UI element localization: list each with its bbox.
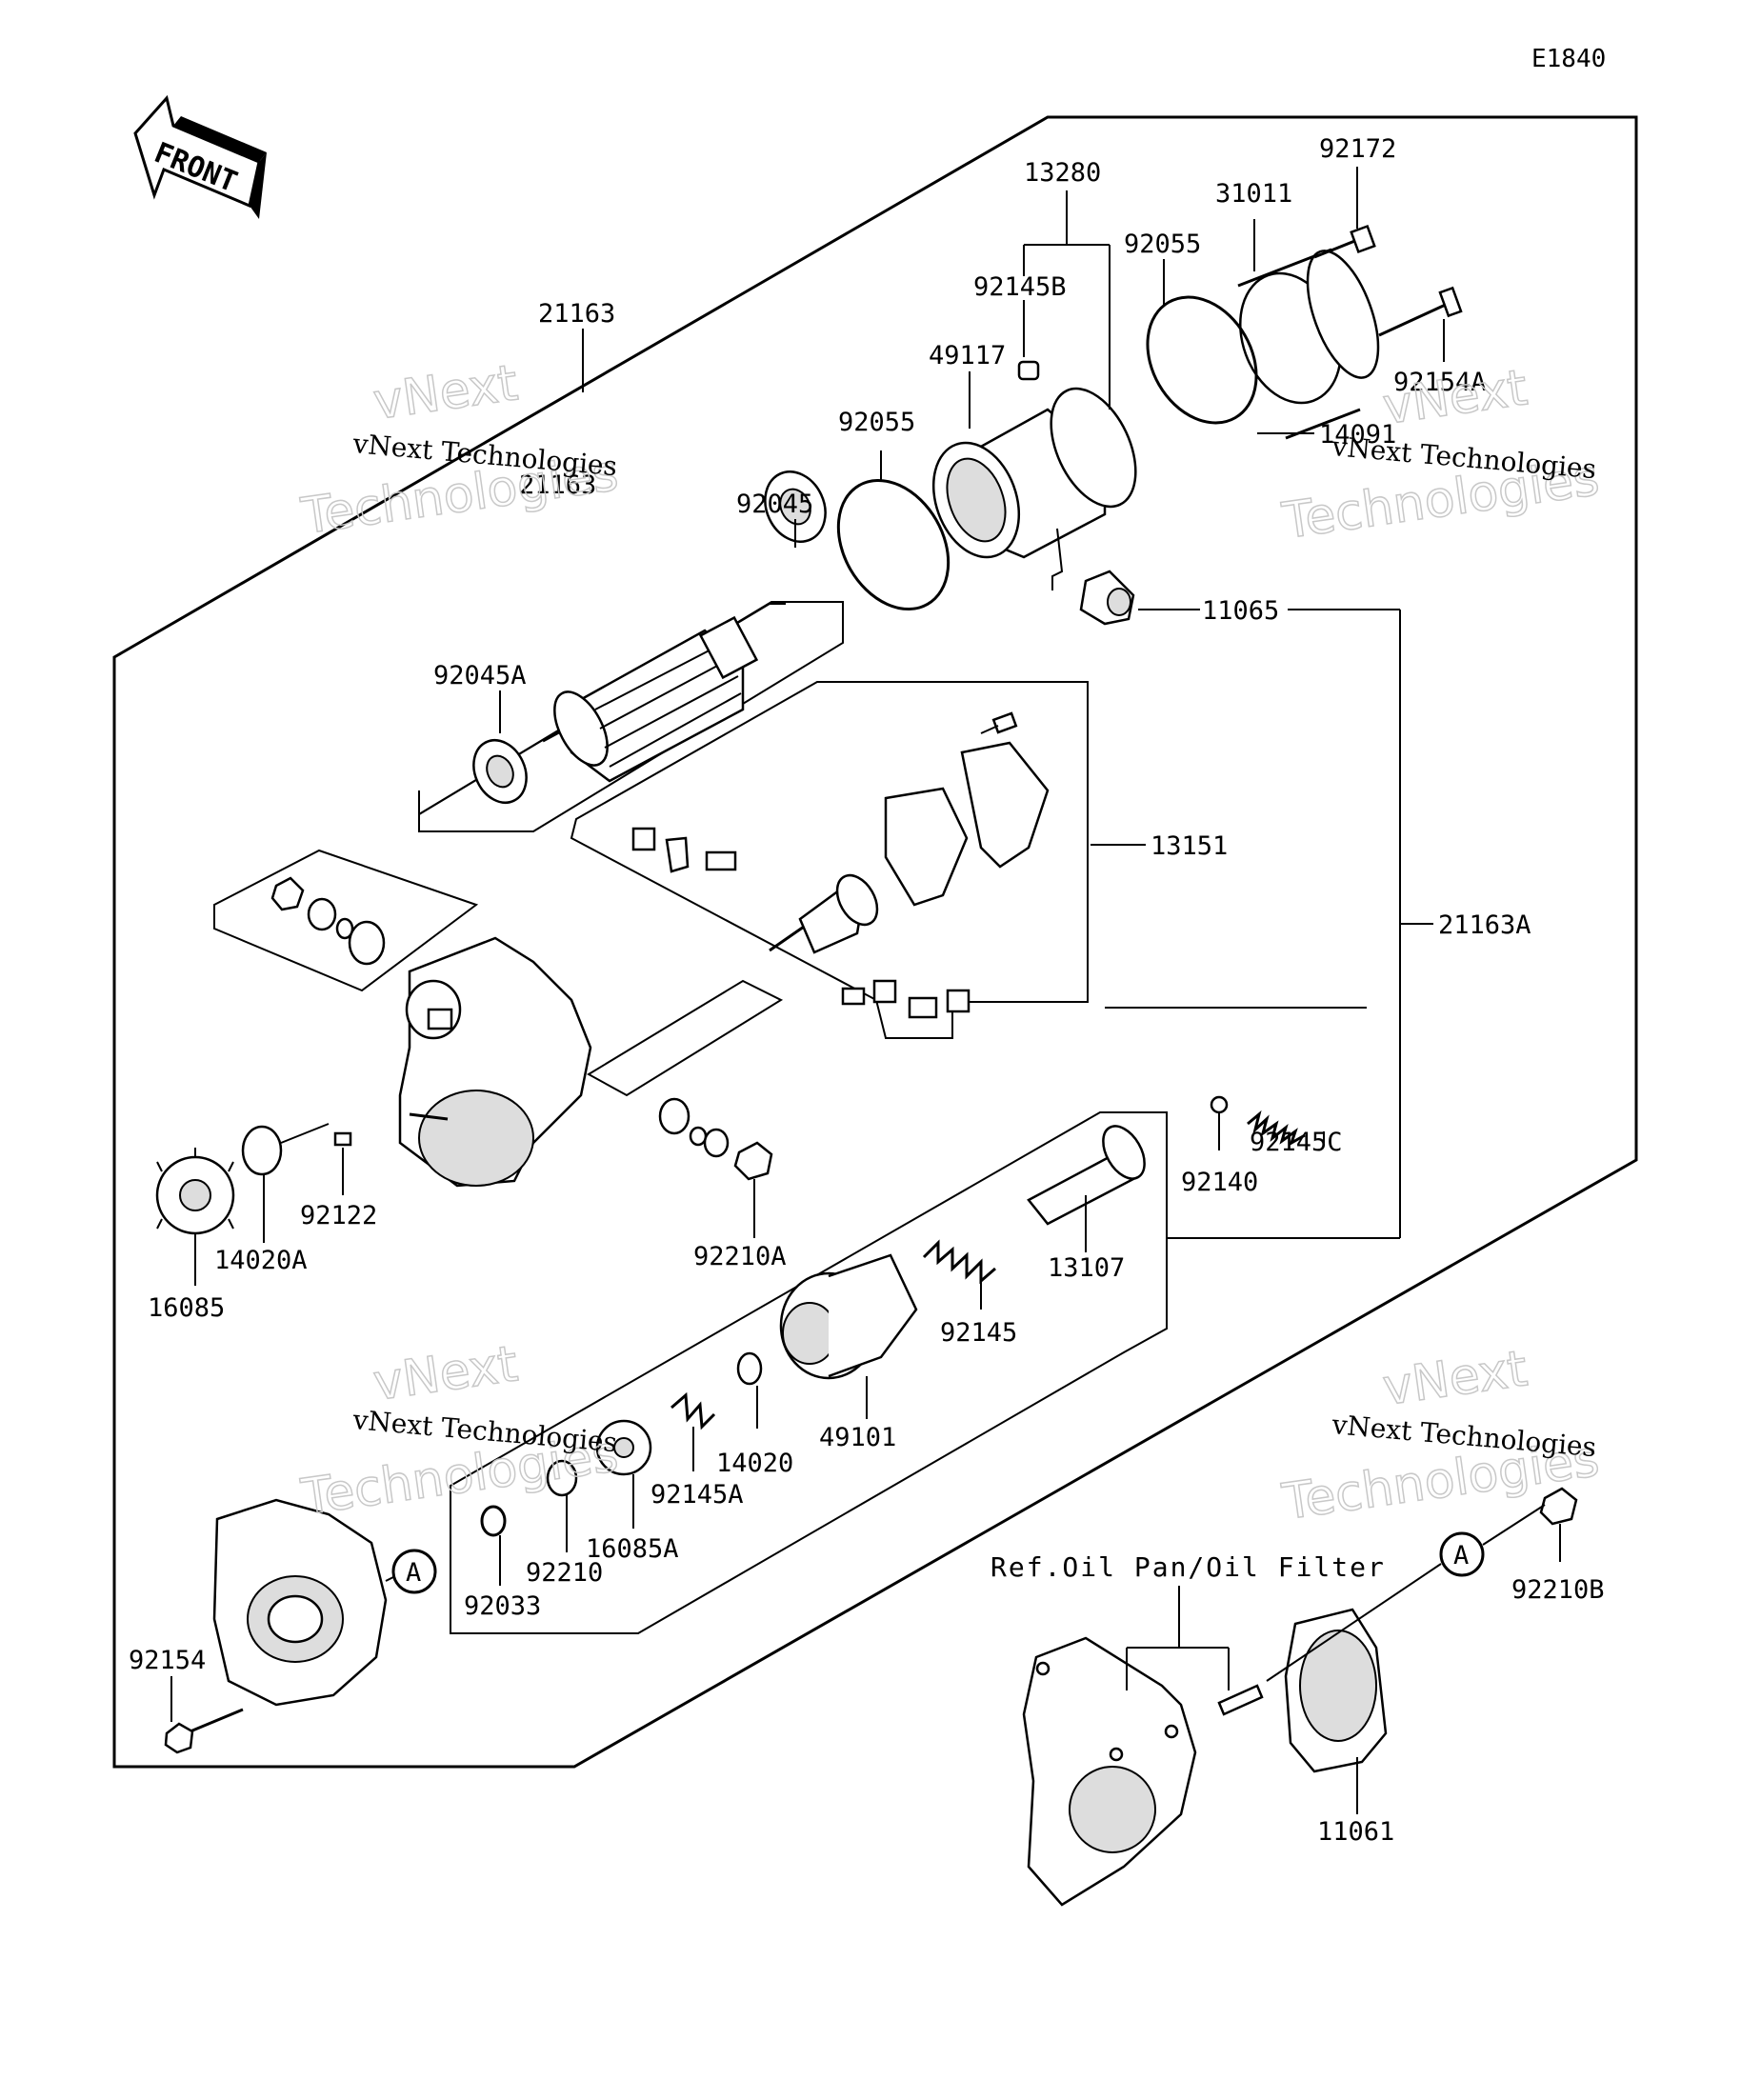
label-92210b: 92210B [1511, 1575, 1605, 1605]
gear-16085a [595, 1419, 652, 1476]
bearing-92045 [764, 470, 827, 543]
label-92033: 92033 [464, 1591, 541, 1621]
label-13280: 13280 [1024, 158, 1101, 188]
ball-92140 [1210, 1095, 1229, 1114]
label-49117: 49117 [929, 341, 1006, 370]
motor-housing [398, 936, 592, 1188]
terminals [631, 827, 971, 1019]
nut-group-box [213, 849, 479, 992]
shaft-13107 [1027, 1125, 1146, 1226]
yoke-49117 [931, 387, 1137, 590]
nuts-washers [270, 876, 386, 966]
label-92154: 92154 [129, 1646, 206, 1675]
label-92055-upper: 92055 [1124, 230, 1201, 259]
callout-a-left: A [391, 1549, 437, 1594]
label-21163-inner: 21163 [519, 470, 596, 500]
label-31011: 31011 [1215, 179, 1292, 209]
label-92045: 92045 [736, 490, 813, 519]
shaft [769, 873, 879, 954]
end-cover [212, 1498, 388, 1707]
svg-text:A: A [406, 1558, 421, 1588]
seal-washers [658, 1097, 730, 1158]
collar-14020a [241, 1123, 330, 1176]
label-92210a: 92210A [693, 1242, 787, 1271]
bolt-92154a-icon [1378, 286, 1463, 337]
clutch-49101 [779, 1253, 918, 1380]
terminal-group-box [586, 979, 784, 1097]
gear-16085 [155, 1148, 235, 1243]
label-11065: 11065 [1202, 596, 1279, 626]
label-92154a: 92154A [1393, 368, 1487, 397]
nut-92210a-icon [733, 1141, 773, 1181]
spring-92145a [670, 1391, 716, 1430]
label-92055-lower: 92055 [838, 408, 915, 437]
label-16085a: 16085A [586, 1534, 679, 1564]
svg-text:vNext: vNext [370, 1335, 521, 1412]
label-14091: 14091 [1319, 420, 1396, 450]
spring-92145 [922, 1239, 996, 1285]
label-14020a: 14020A [214, 1246, 308, 1275]
diagram-code: E1840 [1531, 45, 1606, 73]
callout-a-right: A [1439, 1531, 1485, 1577]
bolt-92172-icon [1313, 224, 1376, 259]
label-92122: 92122 [300, 1201, 377, 1230]
label-92210: 92210 [526, 1558, 603, 1588]
brush-holder [884, 711, 1050, 907]
label-21163: 21163 [538, 299, 615, 329]
label-14020: 14020 [716, 1449, 793, 1478]
watermark-top-left: vNext Technologies vNext Technologies [297, 354, 623, 547]
bearing-92045a [472, 739, 528, 804]
oil-pan-section [1022, 1636, 1197, 1907]
label-92172: 92172 [1319, 134, 1396, 164]
part-labels: 21163 13280 92172 31011 92145B 92055 491… [129, 134, 1605, 1847]
grommet-11065 [1079, 570, 1135, 626]
svg-text:vNext: vNext [370, 354, 521, 431]
svg-text:A: A [1453, 1541, 1469, 1570]
spring-92145c [1247, 1110, 1306, 1147]
pinion-group-boundary [450, 1111, 1168, 1634]
label-21163a: 21163A [1438, 910, 1531, 940]
nut-92210b-icon [1539, 1487, 1578, 1526]
label-92145a: 92145A [650, 1480, 744, 1510]
armature-box [418, 601, 844, 832]
label-92145c: 92145C [1250, 1128, 1343, 1157]
leader-lines [170, 167, 1561, 1814]
pin-92122-icon [333, 1131, 352, 1147]
clip-92145b-icon [1017, 360, 1040, 381]
armature [542, 615, 759, 783]
brush-group-boundary [570, 681, 1089, 1039]
label-92145: 92145 [940, 1318, 1017, 1348]
label-13151: 13151 [1151, 831, 1228, 861]
assembly-boundary [112, 115, 1638, 1769]
label-49101: 49101 [819, 1423, 896, 1452]
gasket-11061 [1284, 1608, 1388, 1773]
circlip-92033 [480, 1505, 507, 1537]
yoke-band-31011 [1237, 248, 1380, 440]
collar-92210 [546, 1459, 578, 1497]
label-92045a: 92045A [433, 661, 527, 690]
svg-text:vNext: vNext [1379, 1340, 1531, 1417]
collar-14020 [736, 1351, 763, 1386]
o-ring-92055-lower [836, 478, 951, 611]
label-92145b: 92145B [973, 272, 1067, 302]
label-11061: 11061 [1317, 1817, 1394, 1847]
front-arrow-icon: FRONT [133, 94, 267, 219]
label-16085: 16085 [148, 1293, 225, 1323]
watermark-bottom-left: vNext Technologies vNext Technologies [297, 1335, 623, 1528]
label-92140: 92140 [1181, 1168, 1258, 1197]
stud [1217, 1684, 1264, 1716]
label-13107: 13107 [1048, 1253, 1125, 1283]
bolt-92154-icon [164, 1708, 244, 1754]
o-ring-92055-upper [1146, 295, 1258, 425]
ref-note: Ref.Oil Pan/Oil Filter [991, 1551, 1386, 1583]
